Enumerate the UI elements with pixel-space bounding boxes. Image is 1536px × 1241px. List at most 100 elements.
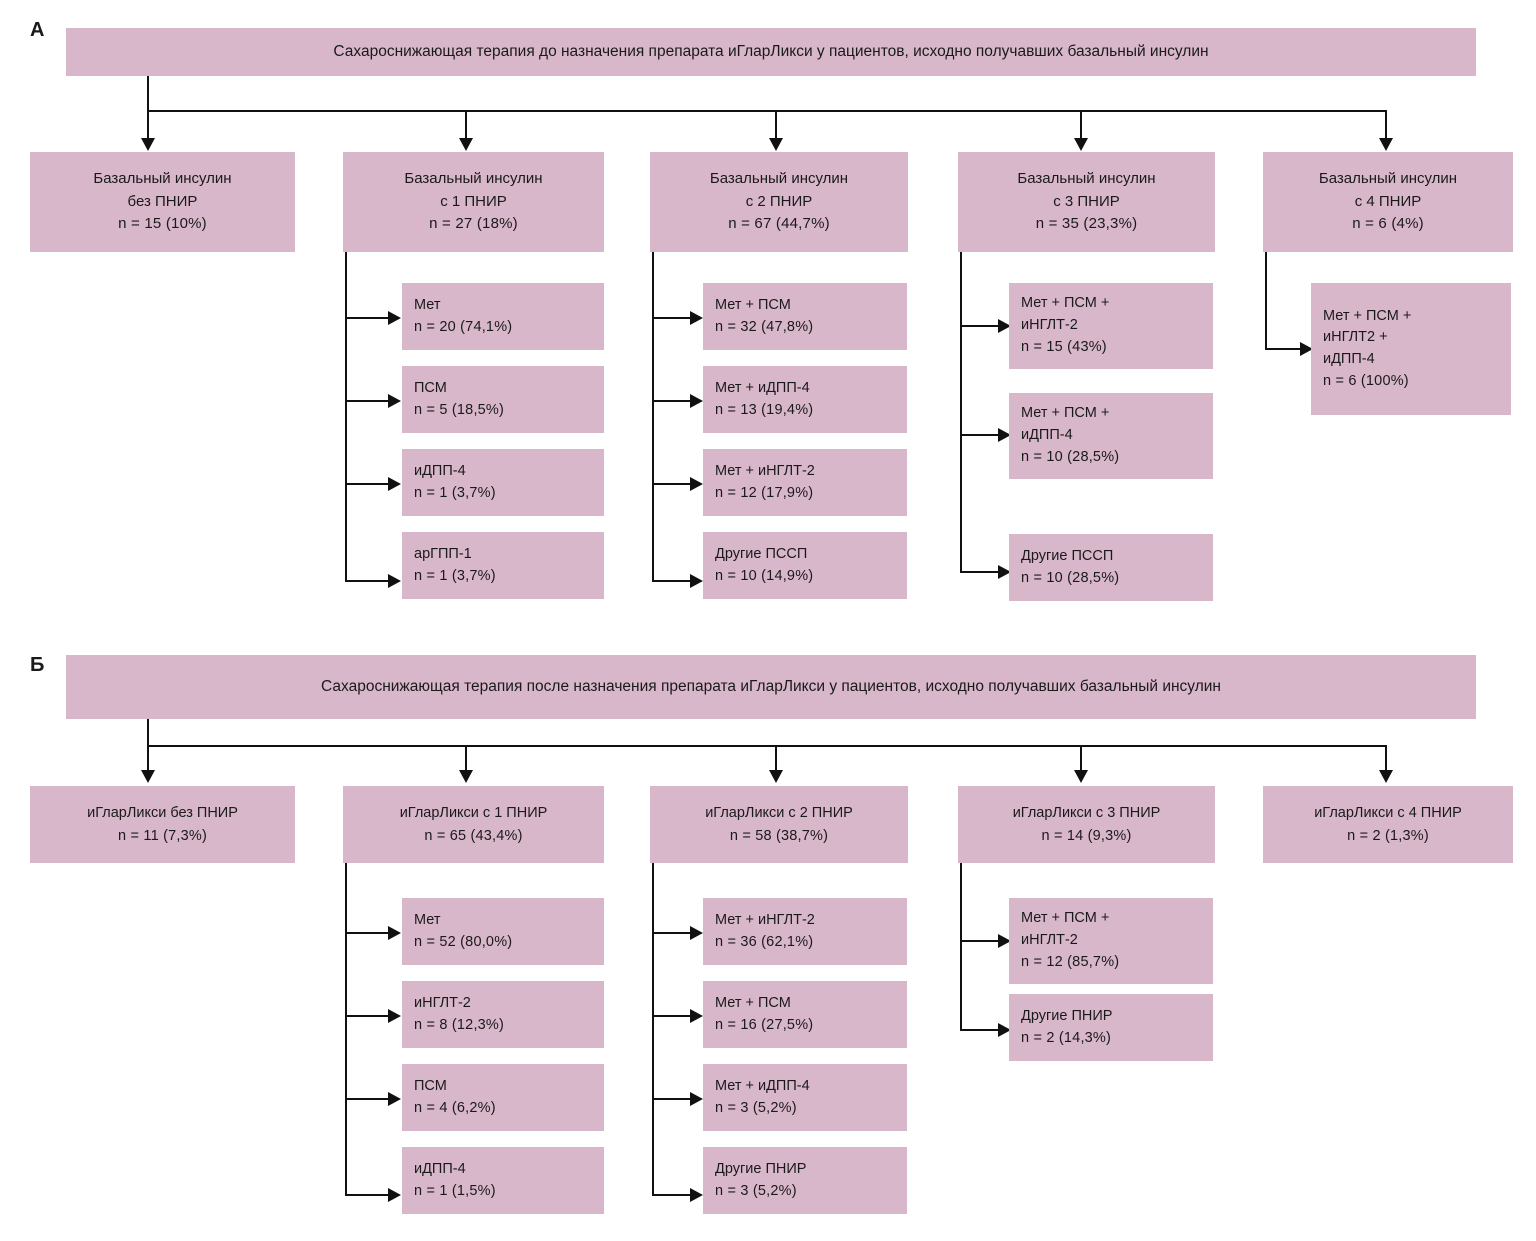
panel-a-group-1-box[interactable]: Базальный инсулин без ПНИР n = 15 (10%) [30, 152, 295, 252]
panel-b-group-5-box[interactable]: иГларЛикси с 4 ПНИР n = 2 (1,3%) [1263, 786, 1513, 863]
leaf-count: n = 2 (14,3%) [1021, 1029, 1112, 1046]
panel-a-g5-arrow-1 [1300, 342, 1313, 356]
panel-b-title-box: Сахароснижающая терапия после назначения… [66, 655, 1476, 719]
leaf-count: n = 10 (28,5%) [1021, 569, 1120, 586]
panel-b-g2-leaf-1[interactable]: Мет n = 52 (80,0%) [402, 898, 604, 965]
panel-b-root-stem [147, 719, 149, 746]
leaf-label-2: иНГЛТ-2 [1021, 932, 1078, 949]
group-line-1: Базальный инсулин [1318, 170, 1458, 188]
panel-b-g4-branch-1 [960, 940, 999, 942]
panel-a-g4-leaf-1[interactable]: Мет + ПСМ + иНГЛТ-2 n = 15 (43%) [1009, 283, 1213, 369]
leaf-label: Другие ПНИР [715, 1160, 807, 1177]
panel-a-drop-2 [465, 110, 467, 140]
leaf-label-2: иДПП-4 [1021, 427, 1073, 444]
panel-b-g3-arrow-2 [690, 1009, 703, 1023]
panel-label-a: А [30, 19, 45, 41]
panel-a-g3-branch-3 [652, 483, 691, 485]
group-count: n = 58 (38,7%) [729, 827, 829, 844]
panel-a-g2-leaf-2[interactable]: ПСМ n = 5 (18,5%) [402, 366, 604, 433]
panel-a-g2-leaf-1[interactable]: Мет n = 20 (74,1%) [402, 283, 604, 350]
group-line-1: иГларЛикси с 2 ПНИР [705, 805, 853, 822]
panel-a-group-3-box[interactable]: Базальный инсулин с 2 ПНИР n = 67 (44,7%… [650, 152, 908, 252]
panel-a-g4-leaf-2[interactable]: Мет + ПСМ + иДПП-4 n = 10 (28,5%) [1009, 393, 1213, 479]
panel-a-group-5-stem [1265, 252, 1267, 349]
panel-a-g2-leaf-3[interactable]: иДПП-4 n = 1 (3,7%) [402, 449, 604, 516]
group-line-1: иГларЛикси с 3 ПНИР [1012, 805, 1161, 822]
panel-b-group-3-box[interactable]: иГларЛикси с 2 ПНИР n = 58 (38,7%) [650, 786, 908, 863]
panel-a-g3-leaf-4[interactable]: Другие ПССП n = 10 (14,9%) [703, 532, 907, 599]
panel-a-g2-leaf-4[interactable]: арГПП-1 n = 1 (3,7%) [402, 532, 604, 599]
group-count: n = 11 (7,3%) [118, 827, 207, 844]
panel-a-g2-arrow-4 [388, 574, 401, 588]
panel-b-g2-arrow-3 [388, 1092, 401, 1106]
panel-b-g3-leaf-3[interactable]: Мет + иДПП-4 n = 3 (5,2%) [703, 1064, 907, 1131]
panel-a-g4-leaf-3[interactable]: Другие ПССП n = 10 (28,5%) [1009, 534, 1213, 601]
leaf-label: арГПП-1 [414, 545, 472, 562]
panel-a-group-4-box[interactable]: Базальный инсулин с 3 ПНИР n = 35 (23,3%… [958, 152, 1215, 252]
leaf-count: n = 4 (6,2%) [414, 1099, 496, 1116]
panel-a-drop-1 [147, 110, 149, 140]
panel-a-g3-arrow-1 [690, 311, 703, 325]
panel-a-drop-3 [775, 110, 777, 140]
group-count: n = 65 (43,4%) [424, 827, 523, 844]
panel-b-group-2-box[interactable]: иГларЛикси с 1 ПНИР n = 65 (43,4%) [343, 786, 604, 863]
leaf-label: Мет [414, 911, 441, 928]
group-count: n = 35 (23,3%) [1035, 215, 1138, 233]
panel-a-g3-leaf-2[interactable]: Мет + иДПП-4 n = 13 (19,4%) [703, 366, 907, 433]
panel-b-g3-leaf-2[interactable]: Мет + ПСМ n = 16 (27,5%) [703, 981, 907, 1048]
panel-a-g4-arrow-2 [998, 428, 1011, 442]
panel-b-g3-arrow-4 [690, 1188, 703, 1202]
panel-a-group-2-stem [345, 252, 347, 581]
panel-a-group-5-box[interactable]: Базальный инсулин с 4 ПНИР n = 6 (4%) [1263, 152, 1513, 252]
panel-b-g3-leaf-1[interactable]: Мет + иНГЛТ-2 n = 36 (62,1%) [703, 898, 907, 965]
panel-a-arrow-1 [141, 138, 155, 151]
panel-b-g4-leaf-1[interactable]: Мет + ПСМ + иНГЛТ-2 n = 12 (85,7%) [1009, 898, 1213, 984]
panel-b-g4-leaf-2[interactable]: Другие ПНИР n = 2 (14,3%) [1009, 994, 1213, 1061]
panel-b-g2-leaf-2[interactable]: иНГЛТ-2 n = 8 (12,3%) [402, 981, 604, 1048]
leaf-count: n = 52 (80,0%) [414, 933, 513, 950]
leaf-count: n = 15 (43%) [1021, 338, 1107, 355]
group-line-1: иГларЛикси без ПНИР [87, 805, 238, 822]
leaf-label: Мет + ПСМ [715, 296, 791, 313]
leaf-count: n = 1 (3,7%) [414, 567, 496, 584]
panel-b-g2-leaf-4[interactable]: иДПП-4 n = 1 (1,5%) [402, 1147, 604, 1214]
panel-a-g3-arrow-2 [690, 394, 703, 408]
panel-b-group-1-box[interactable]: иГларЛикси без ПНИР n = 11 (7,3%) [30, 786, 295, 863]
leaf-label: Мет + иДПП-4 [715, 379, 810, 396]
panel-a-root-rail [147, 110, 1385, 112]
panel-a-g3-leaf-1[interactable]: Мет + ПСМ n = 32 (47,8%) [703, 283, 907, 350]
panel-b-g3-leaf-4[interactable]: Другие ПНИР n = 3 (5,2%) [703, 1147, 907, 1214]
panel-b-g2-leaf-3[interactable]: ПСМ n = 4 (6,2%) [402, 1064, 604, 1131]
leaf-label: Другие ПССП [1021, 547, 1114, 564]
leaf-label: Мет + ПСМ + [1021, 910, 1110, 927]
leaf-label: Мет + иНГЛТ-2 [715, 462, 815, 479]
leaf-label: ПСМ [414, 379, 447, 396]
panel-a-g2-arrow-1 [388, 311, 401, 325]
panel-a-g2-branch-2 [345, 400, 389, 402]
leaf-count: n = 10 (14,9%) [715, 567, 814, 584]
panel-a-g4-branch-3 [960, 571, 999, 573]
group-line-2: с 4 ПНИР [1354, 192, 1422, 210]
panel-a-g2-arrow-2 [388, 394, 401, 408]
leaf-count: n = 3 (5,2%) [715, 1099, 797, 1116]
panel-b-arrow-2 [459, 770, 473, 783]
panel-b-arrow-1 [141, 770, 155, 783]
panel-b-group-4-box[interactable]: иГларЛикси с 3 ПНИР n = 14 (9,3%) [958, 786, 1215, 863]
panel-b-group-3-stem [652, 863, 654, 1195]
panel-a-g2-arrow-3 [388, 477, 401, 491]
leaf-label-3: иДПП-4 [1323, 351, 1375, 367]
panel-b-g2-arrow-1 [388, 926, 401, 940]
panel-a-g5-leaf-1[interactable]: Мет + ПСМ + иНГЛТ2 + иДПП-4 n = 6 (100%) [1311, 283, 1511, 415]
leaf-count: n = 5 (18,5%) [414, 401, 505, 418]
panel-a-title-box: Сахароснижающая терапия до назначения пр… [66, 28, 1476, 76]
panel-b-g2-arrow-4 [388, 1188, 401, 1202]
leaf-count: n = 16 (27,5%) [715, 1016, 814, 1033]
group-count: n = 15 (10%) [118, 215, 207, 233]
leaf-label: Мет + ПСМ + [1021, 295, 1110, 312]
group-line-1: иГларЛикси с 1 ПНИР [399, 805, 548, 822]
panel-a-group-2-box[interactable]: Базальный инсулин с 1 ПНИР n = 27 (18%) [343, 152, 604, 252]
panel-b-g3-branch-1 [652, 932, 691, 934]
leaf-label-2: иНГЛТ-2 [1021, 317, 1078, 334]
panel-a-g3-leaf-3[interactable]: Мет + иНГЛТ-2 n = 12 (17,9%) [703, 449, 907, 516]
